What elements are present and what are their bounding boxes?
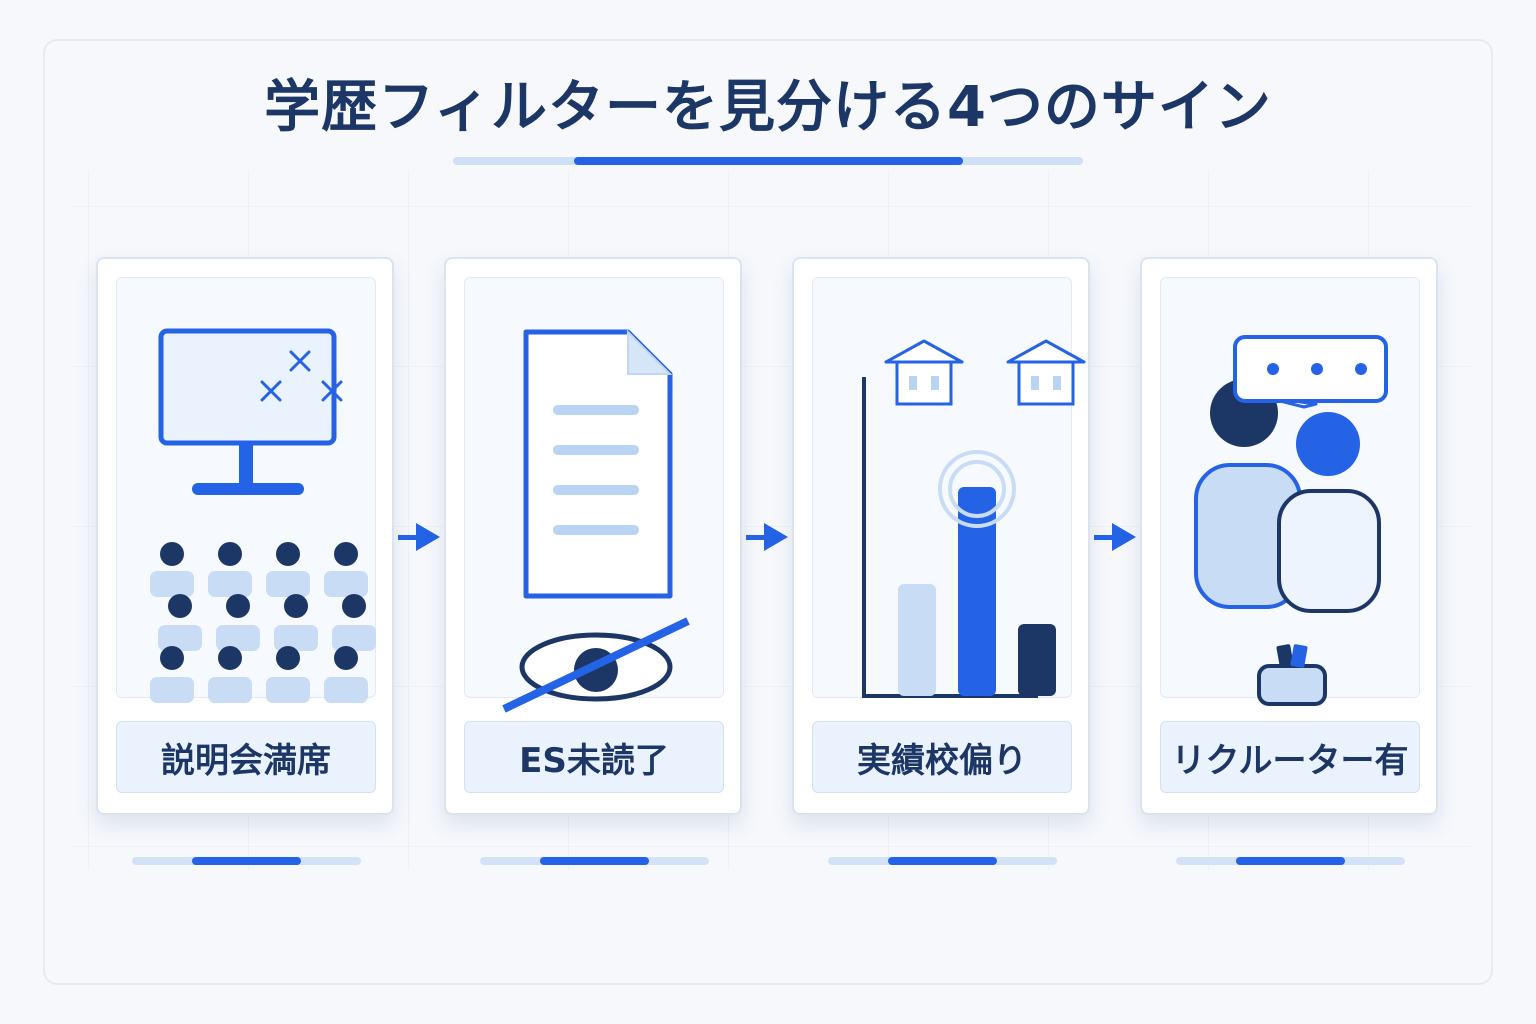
step-3-label: 実績校偏り <box>812 721 1072 793</box>
audience-seats <box>150 542 376 703</box>
school-building-icon <box>1006 339 1086 406</box>
school-building-icon <box>884 339 964 406</box>
arrow-right-icon <box>1094 523 1136 551</box>
step-card-3: 実績校偏り <box>792 257 1090 815</box>
title-underline <box>453 157 1083 165</box>
monitor-full-seats-icon <box>150 328 376 703</box>
step-1-label: 説明会満席 <box>116 721 376 793</box>
step-4-label: リクルーター有 <box>1160 721 1420 793</box>
recruiter-conversation-icon <box>1194 335 1388 706</box>
page-title: 学歴フィルターを見分ける4つのサイン <box>264 75 1272 140</box>
step-4-progress <box>1176 857 1405 865</box>
step-1-progress <box>132 857 361 865</box>
biased-school-bar-chart-icon <box>862 339 1086 698</box>
arrow-right-icon <box>746 523 788 551</box>
arrow-right-icon <box>398 523 440 551</box>
step-3-progress <box>828 857 1057 865</box>
step-card-4: リクルーター有 <box>1140 257 1438 815</box>
step-card-1: 説明会満席 <box>96 257 394 815</box>
title-underline-accent <box>574 157 963 165</box>
step-2-label: ES未読了 <box>464 721 724 793</box>
step-2-progress <box>480 857 709 865</box>
unread-document-icon <box>502 329 690 713</box>
step-card-2: ES未読了 <box>444 257 742 815</box>
